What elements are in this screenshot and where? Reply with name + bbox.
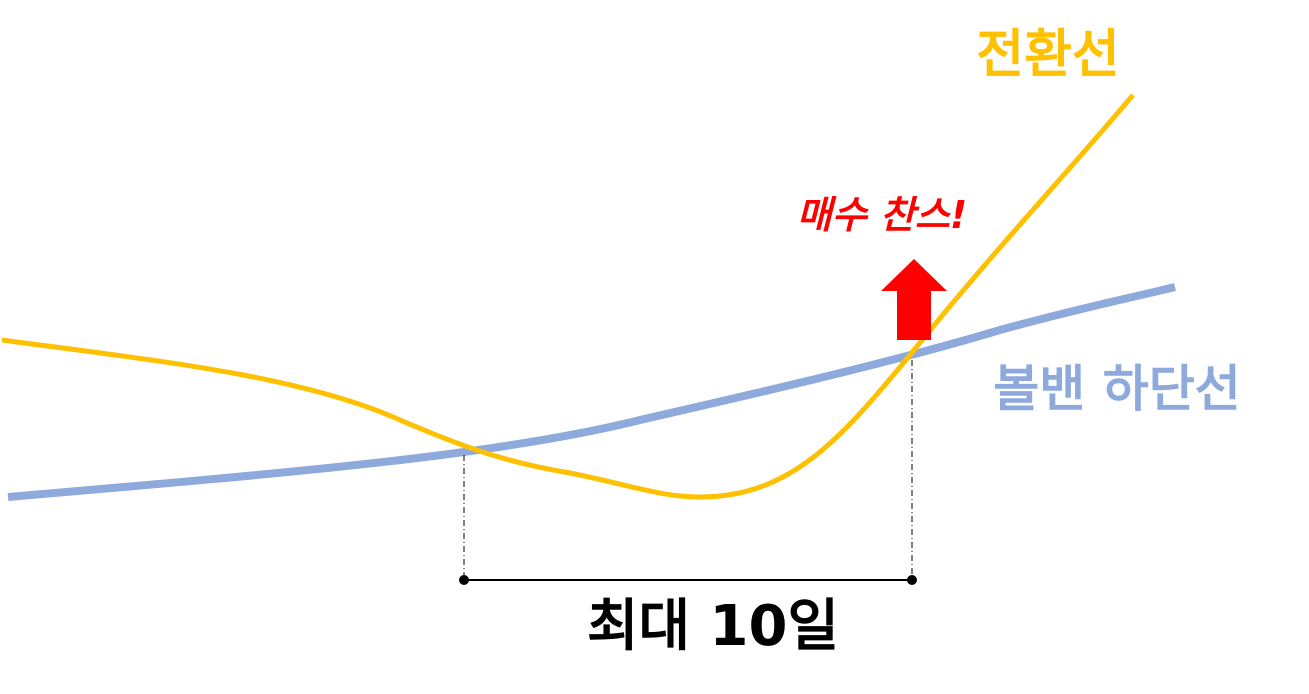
bollinger-lower-line — [7, 283, 1176, 501]
bollinger-lower-label: 볼밴 하단선 — [993, 360, 1240, 418]
span-start-dot — [459, 575, 469, 585]
max-days-label: 최대 10일 — [587, 594, 839, 659]
span-end-dot — [907, 575, 917, 585]
up-arrow-icon — [881, 259, 947, 340]
conversion-line-label: 전환선 — [976, 25, 1120, 85]
conversion-line — [1, 93, 1135, 500]
buy-chance-label: 매수 찬스! — [797, 193, 967, 237]
